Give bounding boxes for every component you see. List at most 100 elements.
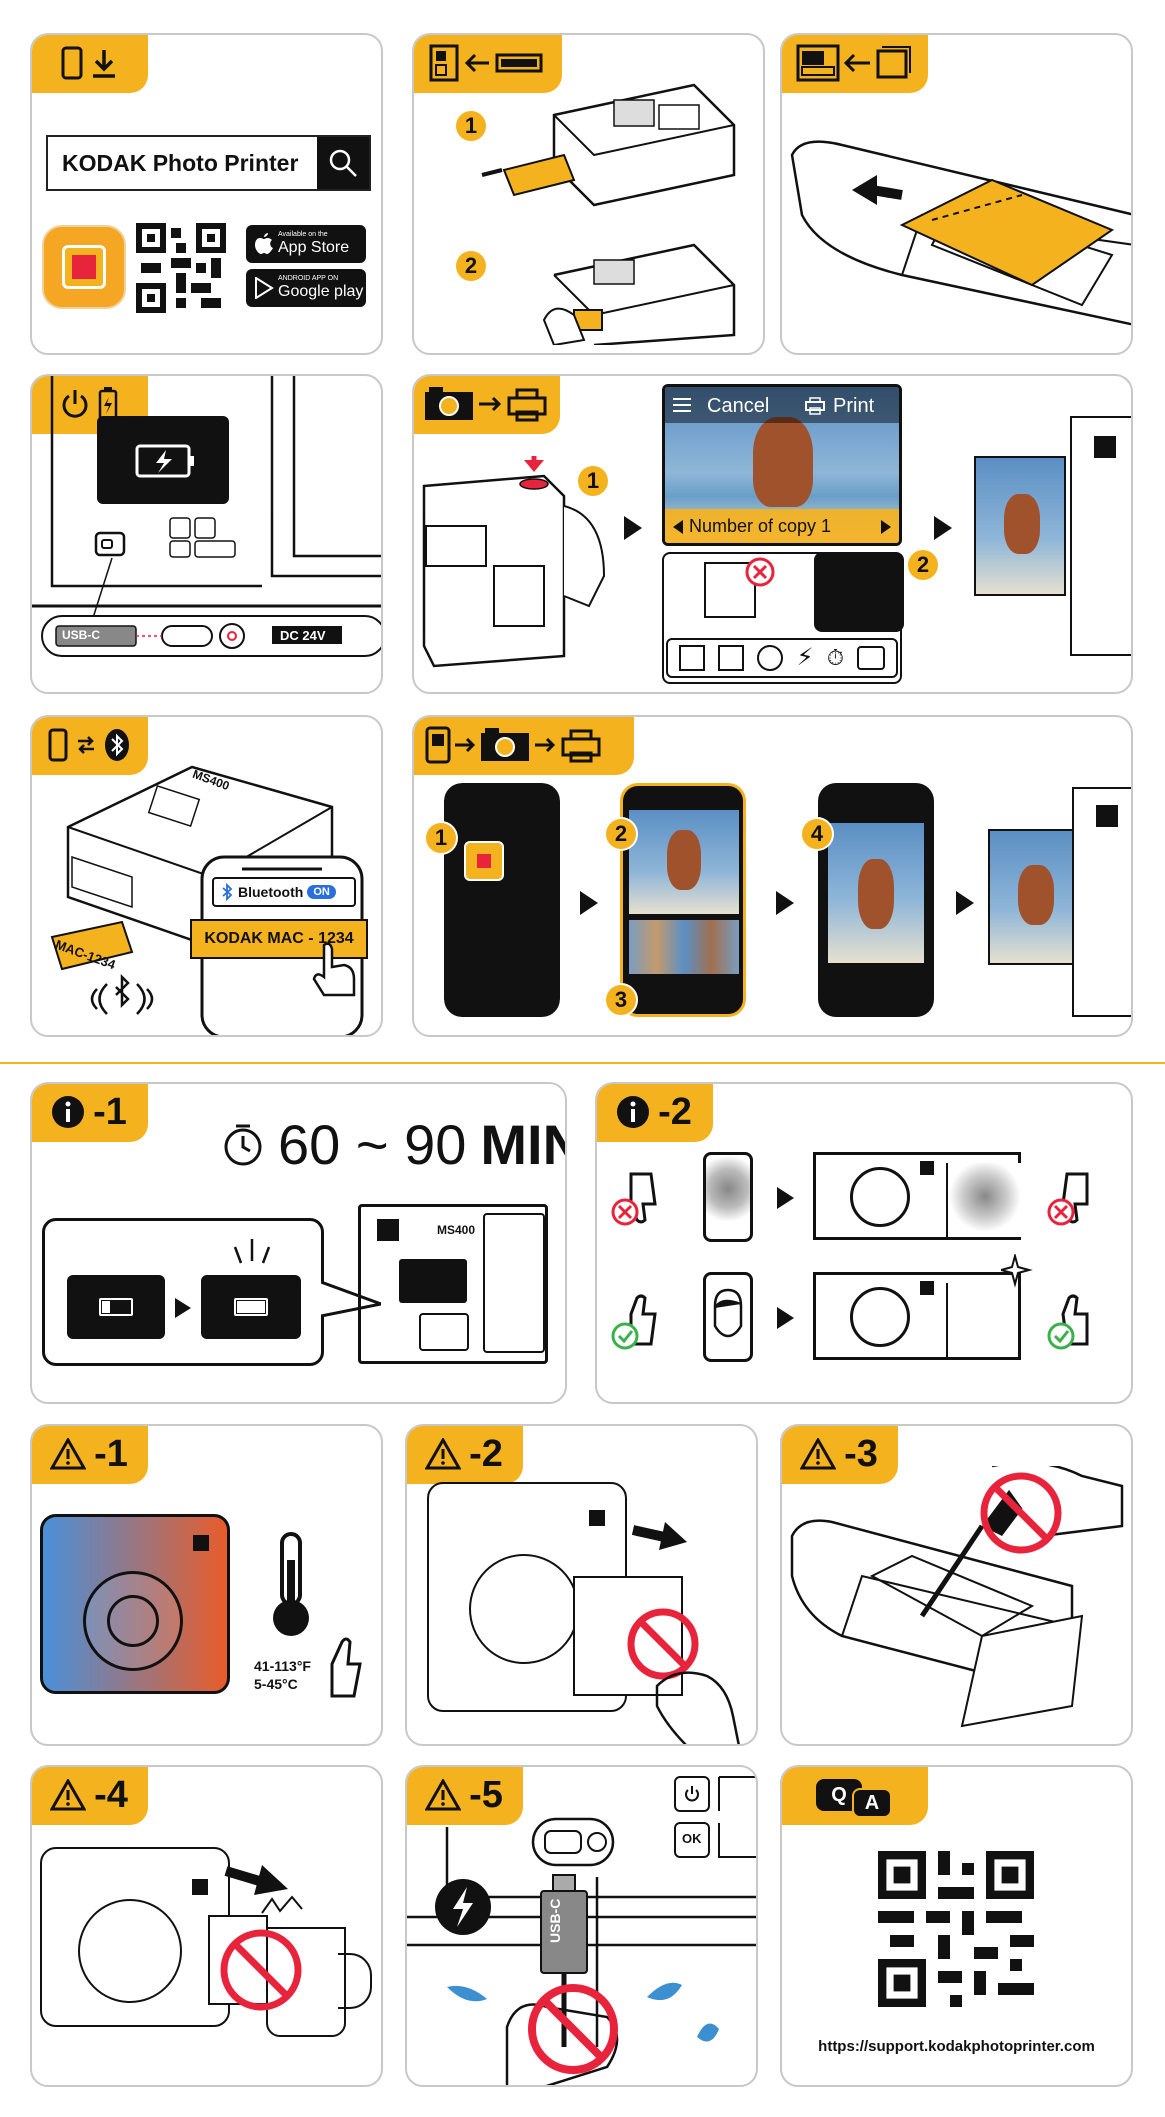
number-of-copy-label: Number of copy 1: [689, 516, 831, 537]
charging-time: 60 ~ 90 MIN: [222, 1112, 567, 1177]
phone-edit-screen: [818, 783, 934, 1017]
copy-prev-icon[interactable]: [673, 520, 683, 534]
menu-icon: [673, 397, 691, 413]
arrow-right-icon: [956, 891, 974, 915]
battery-callout: [42, 1218, 324, 1366]
phone-camera-screen: [620, 783, 746, 1017]
step-badge-2: 2: [454, 249, 488, 283]
bluetooth-toggle-row[interactable]: Bluetooth ON: [212, 877, 356, 907]
search-box[interactable]: KODAK Photo Printer: [46, 135, 371, 191]
battery-full-icon: [201, 1275, 301, 1339]
google-play-small-text: ANDROID APP ON: [278, 275, 366, 283]
printer-open-illustration: [782, 1466, 1133, 1746]
power-icon: [683, 1785, 701, 1803]
dpad-panel[interactable]: [814, 552, 904, 632]
thumbs-up-icon: [324, 1630, 380, 1702]
tab-info-2-label: -2: [658, 1091, 692, 1134]
arrow-right-icon: [934, 516, 952, 540]
cancel-label[interactable]: Cancel: [707, 395, 769, 418]
paper-tray-icon: [794, 43, 914, 83]
bluetooth-on-badge: ON: [307, 885, 336, 899]
tab-warning-4-label: -4: [94, 1774, 128, 1817]
app-store-badge[interactable]: Available on the App Store: [246, 225, 366, 263]
app-icon-tap[interactable]: [464, 841, 504, 881]
panel-app-print: 1 2 3 4: [412, 715, 1133, 1037]
printer-edge: [1070, 416, 1133, 656]
language-icon[interactable]: [857, 646, 885, 670]
panel-power: USB-C DC 24V: [30, 374, 383, 694]
search-icon: [328, 148, 358, 178]
portrait-mode-icon[interactable]: [679, 645, 705, 671]
kodak-logo-icon: [193, 1535, 209, 1551]
camera-screen: Cancel Print Number of copy 1: [662, 384, 902, 546]
print-label[interactable]: Print: [833, 395, 874, 418]
arrow-right-icon: [776, 891, 794, 915]
tab-app-camera-printer: [412, 715, 634, 775]
color-filter-icon[interactable]: [757, 645, 783, 671]
portrait-bw-icon[interactable]: [718, 645, 744, 671]
tab-info-1: -1: [30, 1082, 148, 1142]
apple-icon: [254, 233, 274, 255]
phone-icon: [61, 46, 83, 80]
panel-print-from-camera: 1 Cancel Print Number of copy 1 ⚡ ⏱ 2: [412, 374, 1133, 694]
panel-warning-pull-paper: -2: [405, 1424, 758, 1746]
support-url[interactable]: https://support.kodakphotoprinter.com: [782, 2038, 1131, 2055]
tab-warning-1: -1: [30, 1424, 148, 1484]
app-store-small-text: Available on the: [278, 231, 366, 239]
kodak-logo-icon: [1094, 436, 1116, 458]
step-badge-4: 4: [800, 817, 834, 851]
copy-next-icon[interactable]: [881, 520, 891, 534]
kodak-logo-icon: [72, 255, 96, 279]
usb-c-label: USB-C: [62, 628, 100, 642]
panel-warning-temperature: -1 41-113°F 5-45°C: [30, 1424, 383, 1746]
step-badge-1: 1: [454, 109, 488, 143]
flash-icon[interactable]: ⚡: [797, 645, 814, 671]
step-badge-2: 2: [604, 817, 638, 851]
tab-camera-to-printer: [412, 374, 560, 434]
hand-icon: [647, 1646, 757, 1746]
kodak-logo-icon: [920, 1161, 934, 1175]
warning-icon: [50, 1438, 86, 1470]
phone-camera-printer-icon: [423, 725, 623, 765]
speech-bubble-a-icon: A: [852, 1788, 892, 1818]
kodak-app-icon[interactable]: [42, 225, 126, 309]
charging-time-value: 60 ~ 90: [278, 1112, 466, 1177]
step-badge-2: 2: [906, 548, 940, 582]
panel-warning-usb-water: -5 USB-C OK: [405, 1765, 758, 2087]
tab-warning-2-label: -2: [469, 1433, 503, 1476]
printer-front: MS400: [358, 1204, 548, 1364]
tab-load-paper: [780, 33, 928, 93]
panel-info-charging: -1 60 ~ 90 MIN MS400: [30, 1082, 567, 1404]
qr-code-icon[interactable]: [878, 1851, 1034, 2007]
google-play-badge[interactable]: ANDROID APP ON Google play: [246, 269, 366, 307]
prohibited-icon: [218, 1927, 304, 2013]
camera-outline: [40, 1847, 230, 2027]
printer-blurry-print: [813, 1152, 1021, 1240]
info-icon: [616, 1095, 650, 1129]
panel-bluetooth: MAC-1234 MS400 Bluetooth ON KODAK MAC - …: [30, 715, 383, 1037]
timer-icon[interactable]: ⏱: [827, 645, 844, 671]
battery-screen-icon: [399, 1259, 467, 1303]
step-badge-3: 3: [604, 983, 638, 1017]
printer-cartridge-illustration: [474, 55, 754, 345]
thumbs-down-bad-icon: [1047, 1164, 1111, 1228]
tap-hand-icon: [310, 939, 360, 1003]
kodak-logo-icon: [377, 1219, 399, 1241]
search-button[interactable]: [317, 137, 369, 189]
bluetooth-label: Bluetooth: [238, 884, 303, 900]
kodak-logo-icon: [589, 1510, 605, 1526]
ok-button-label: OK: [682, 1831, 702, 1846]
google-play-icon: [254, 277, 274, 299]
warning-icon: [50, 1779, 86, 1811]
step-badge-1: 1: [424, 821, 458, 855]
panel-qa-support: Q A https://support.kodakphotoprinter.co…: [780, 1765, 1133, 2087]
step-badge-1: 1: [576, 464, 610, 498]
tab-warning-4: -4: [30, 1765, 148, 1825]
thermometer-icon: [268, 1530, 314, 1640]
panel-load-paper: [780, 33, 1133, 355]
download-icon: [91, 48, 117, 78]
q-label: Q: [831, 1784, 847, 1807]
dog-shape: [753, 417, 813, 507]
tab-warning-1-label: -1: [94, 1433, 128, 1476]
printer-paper-illustration: [782, 95, 1133, 355]
